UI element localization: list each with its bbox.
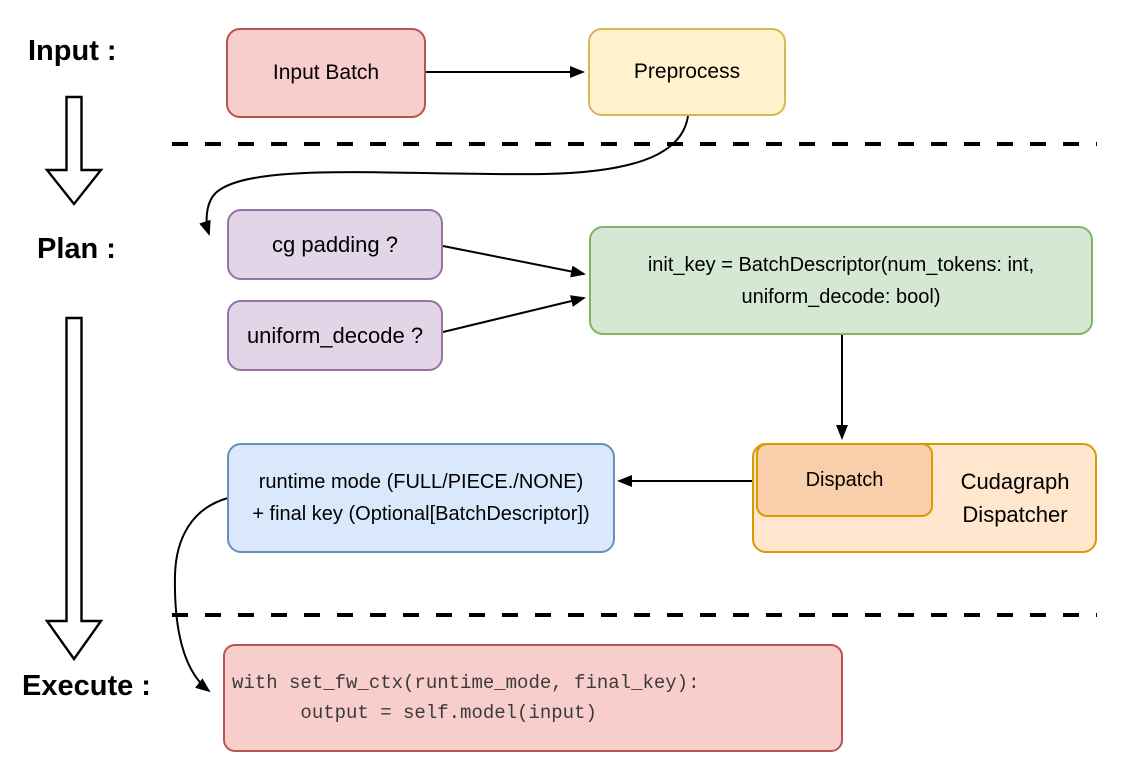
hollow-arrow-input-to-plan	[44, 95, 104, 206]
init-key-node: init_key = BatchDescriptor(num_tokens: i…	[589, 226, 1093, 335]
init-key-line2: uniform_decode: bool)	[741, 285, 941, 308]
arrow-uniform-decode-to-init-key	[442, 295, 586, 333]
cg-padding-node: cg padding ?	[227, 209, 443, 280]
preprocess-node: Preprocess	[588, 28, 786, 116]
arrow-cg-padding-to-init-key	[442, 245, 586, 278]
execute-code-node: with set_fw_ctx(runtime_mode, final_key)…	[223, 644, 843, 752]
runtime-mode-node: runtime mode (FULL/PIECE./NONE) + final …	[227, 443, 615, 553]
hollow-arrow-plan-to-execute	[44, 316, 104, 662]
execute-code-line2: output = self.model(input)	[232, 702, 597, 724]
stage-label-plan: Plan :	[37, 233, 116, 265]
cudagraph-dispatcher-line2: Dispatcher	[962, 502, 1068, 527]
uniform-decode-label: uniform_decode ?	[246, 322, 424, 348]
init-key-line1: init_key = BatchDescriptor(num_tokens: i…	[647, 253, 1035, 276]
input-batch-label: Input Batch	[272, 61, 380, 84]
execute-code-line1: with set_fw_ctx(runtime_mode, final_key)…	[232, 672, 700, 694]
dispatch-node: Dispatch	[756, 443, 933, 517]
input-batch-node: Input Batch	[226, 28, 426, 118]
runtime-mode-line2: + final key (Optional[BatchDescriptor])	[252, 503, 590, 525]
stage-label-input: Input :	[28, 35, 117, 67]
curve-runtime-mode-to-execute-code	[173, 497, 229, 693]
curve-preprocess-to-cg-padding	[199, 115, 689, 236]
runtime-mode-line1: runtime mode (FULL/PIECE./NONE)	[258, 471, 584, 493]
cudagraph-dispatcher-line1: Cudagraph	[960, 469, 1070, 494]
uniform-decode-node: uniform_decode ?	[227, 300, 443, 371]
cudagraph-dispatcher-label: Cudagraph Dispatcher	[933, 443, 1097, 553]
cg-padding-label: cg padding ?	[272, 231, 398, 257]
dispatch-label: Dispatch	[805, 468, 884, 491]
preprocess-label: Preprocess	[633, 60, 741, 83]
stage-label-execute: Execute :	[22, 670, 151, 702]
